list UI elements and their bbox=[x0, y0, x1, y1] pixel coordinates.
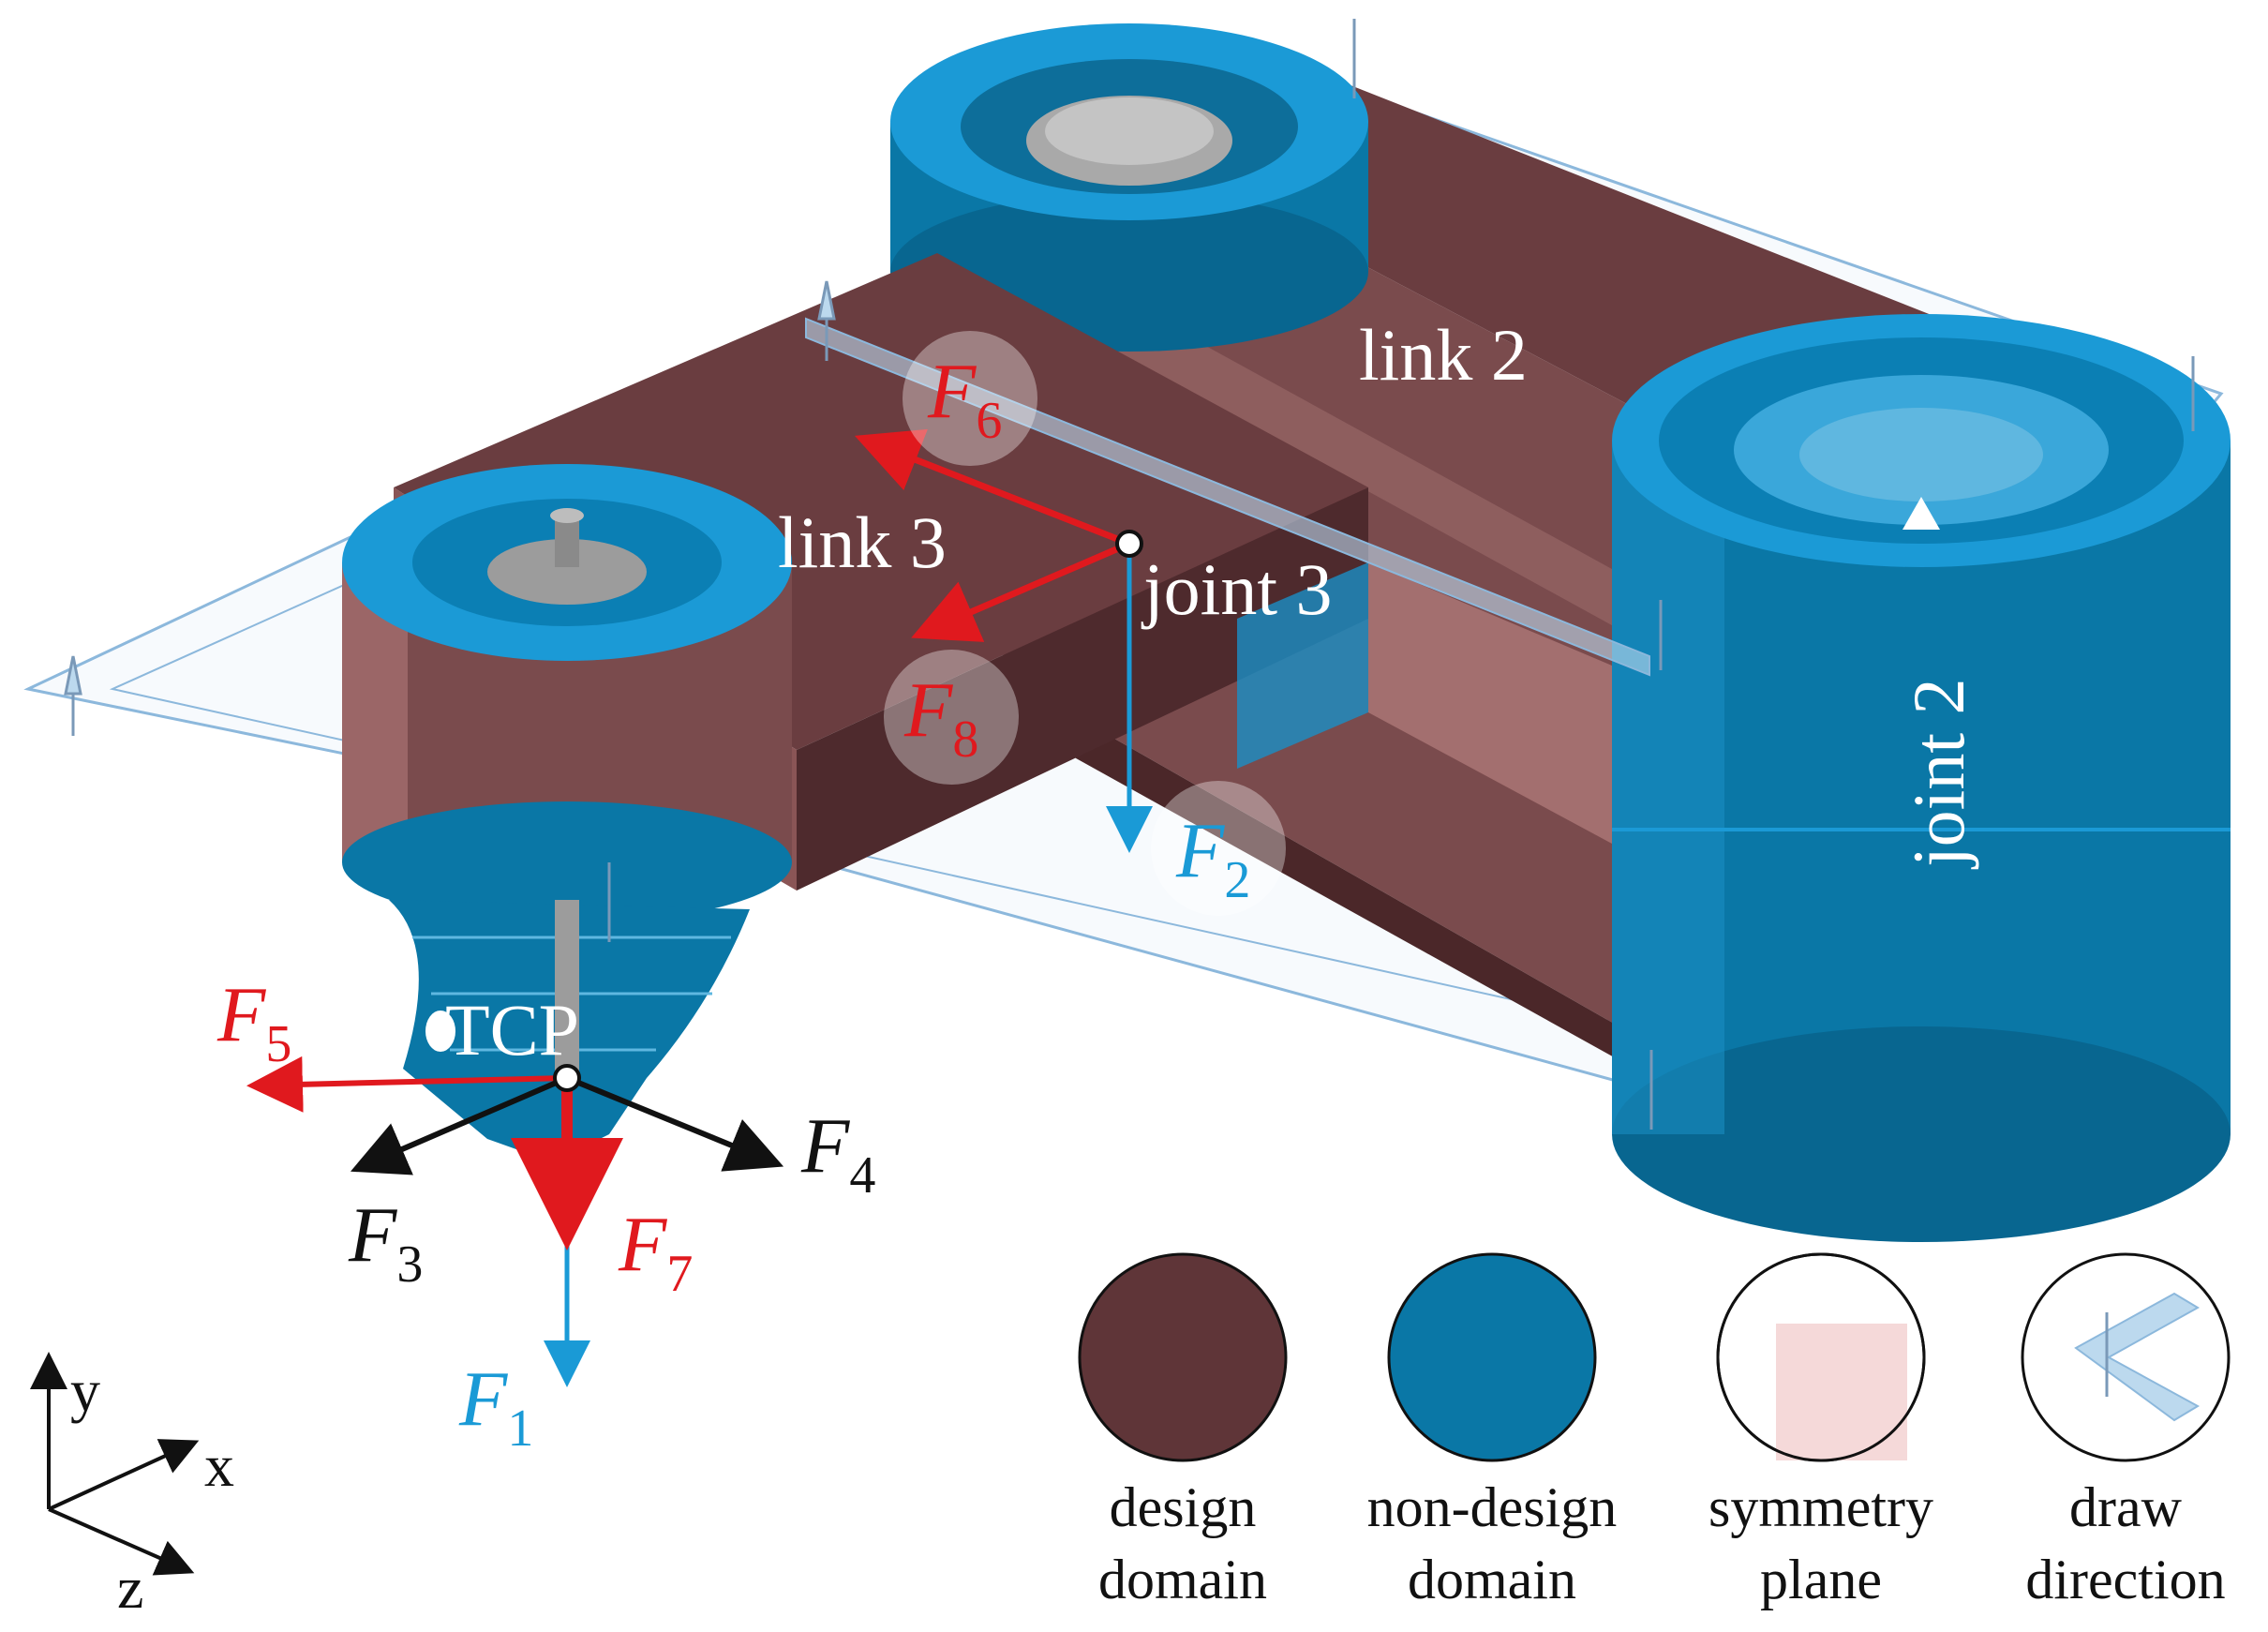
legend-symmetry-line1: symmetry bbox=[1708, 1476, 1933, 1538]
legend-design-line1: design bbox=[1110, 1476, 1257, 1538]
end-effector bbox=[389, 900, 750, 1162]
f5-label: F5 bbox=[216, 971, 291, 1073]
axis-z-label: z bbox=[117, 1554, 143, 1621]
legend: design domain non-design domain symmetry… bbox=[1078, 1252, 2231, 1610]
f1-label: F1 bbox=[458, 1355, 533, 1458]
force-arrows bbox=[246, 428, 1153, 1387]
f3-arrow bbox=[350, 1075, 569, 1175]
symmetry-plane-front bbox=[805, 317, 1650, 677]
f3-label: F3 bbox=[348, 1191, 423, 1294]
tcp-point bbox=[553, 1064, 581, 1092]
joint3-cylinder bbox=[342, 464, 792, 923]
joint2-label: joint 2 bbox=[1898, 678, 1979, 870]
joint3-point bbox=[1115, 530, 1143, 558]
legend-design-line2: domain bbox=[1098, 1549, 1267, 1610]
f5-arrow bbox=[246, 1056, 568, 1113]
joint-upper-ring bbox=[890, 23, 1368, 352]
link2-label: link 2 bbox=[1359, 314, 1528, 396]
legend-item-draw-direction: draw direction bbox=[2021, 1252, 2231, 1610]
legend-nondesign-line2: domain bbox=[1408, 1549, 1576, 1610]
f6-arrow bbox=[854, 428, 1131, 547]
legend-item-symmetry-plane: symmetry plane bbox=[1708, 1252, 1933, 1610]
f2-label: F2 bbox=[1175, 807, 1250, 909]
joint3-label: joint 3 bbox=[1141, 548, 1333, 630]
draw-direction-markers bbox=[64, 19, 2195, 1130]
axis-x-label: x bbox=[204, 1432, 234, 1499]
f6-label: F6 bbox=[927, 348, 1002, 450]
legend-item-non-design-domain: non-design domain bbox=[1367, 1252, 1618, 1610]
legend-nondesign-line1: non-design bbox=[1367, 1476, 1618, 1538]
f4-arrow bbox=[565, 1075, 784, 1172]
coordinate-axes: y x z bbox=[29, 1352, 234, 1621]
legend-draw-line1: draw bbox=[2069, 1476, 2183, 1538]
f7-label: F7 bbox=[618, 1201, 693, 1303]
joint2-cylinder bbox=[1612, 314, 2231, 1242]
f4-label: F4 bbox=[800, 1102, 875, 1205]
f8-arrow bbox=[911, 540, 1131, 642]
f8-label: F8 bbox=[903, 666, 978, 769]
axis-y-label: y bbox=[70, 1357, 100, 1424]
tcp-label: TCP bbox=[445, 989, 579, 1071]
legend-symmetry-line2: plane bbox=[1760, 1549, 1882, 1610]
force-label-halos bbox=[884, 331, 1286, 916]
legend-draw-line2: direction bbox=[2025, 1549, 2225, 1610]
legend-item-design-domain: design domain bbox=[1078, 1252, 1288, 1610]
link3-label: link 3 bbox=[778, 502, 947, 583]
